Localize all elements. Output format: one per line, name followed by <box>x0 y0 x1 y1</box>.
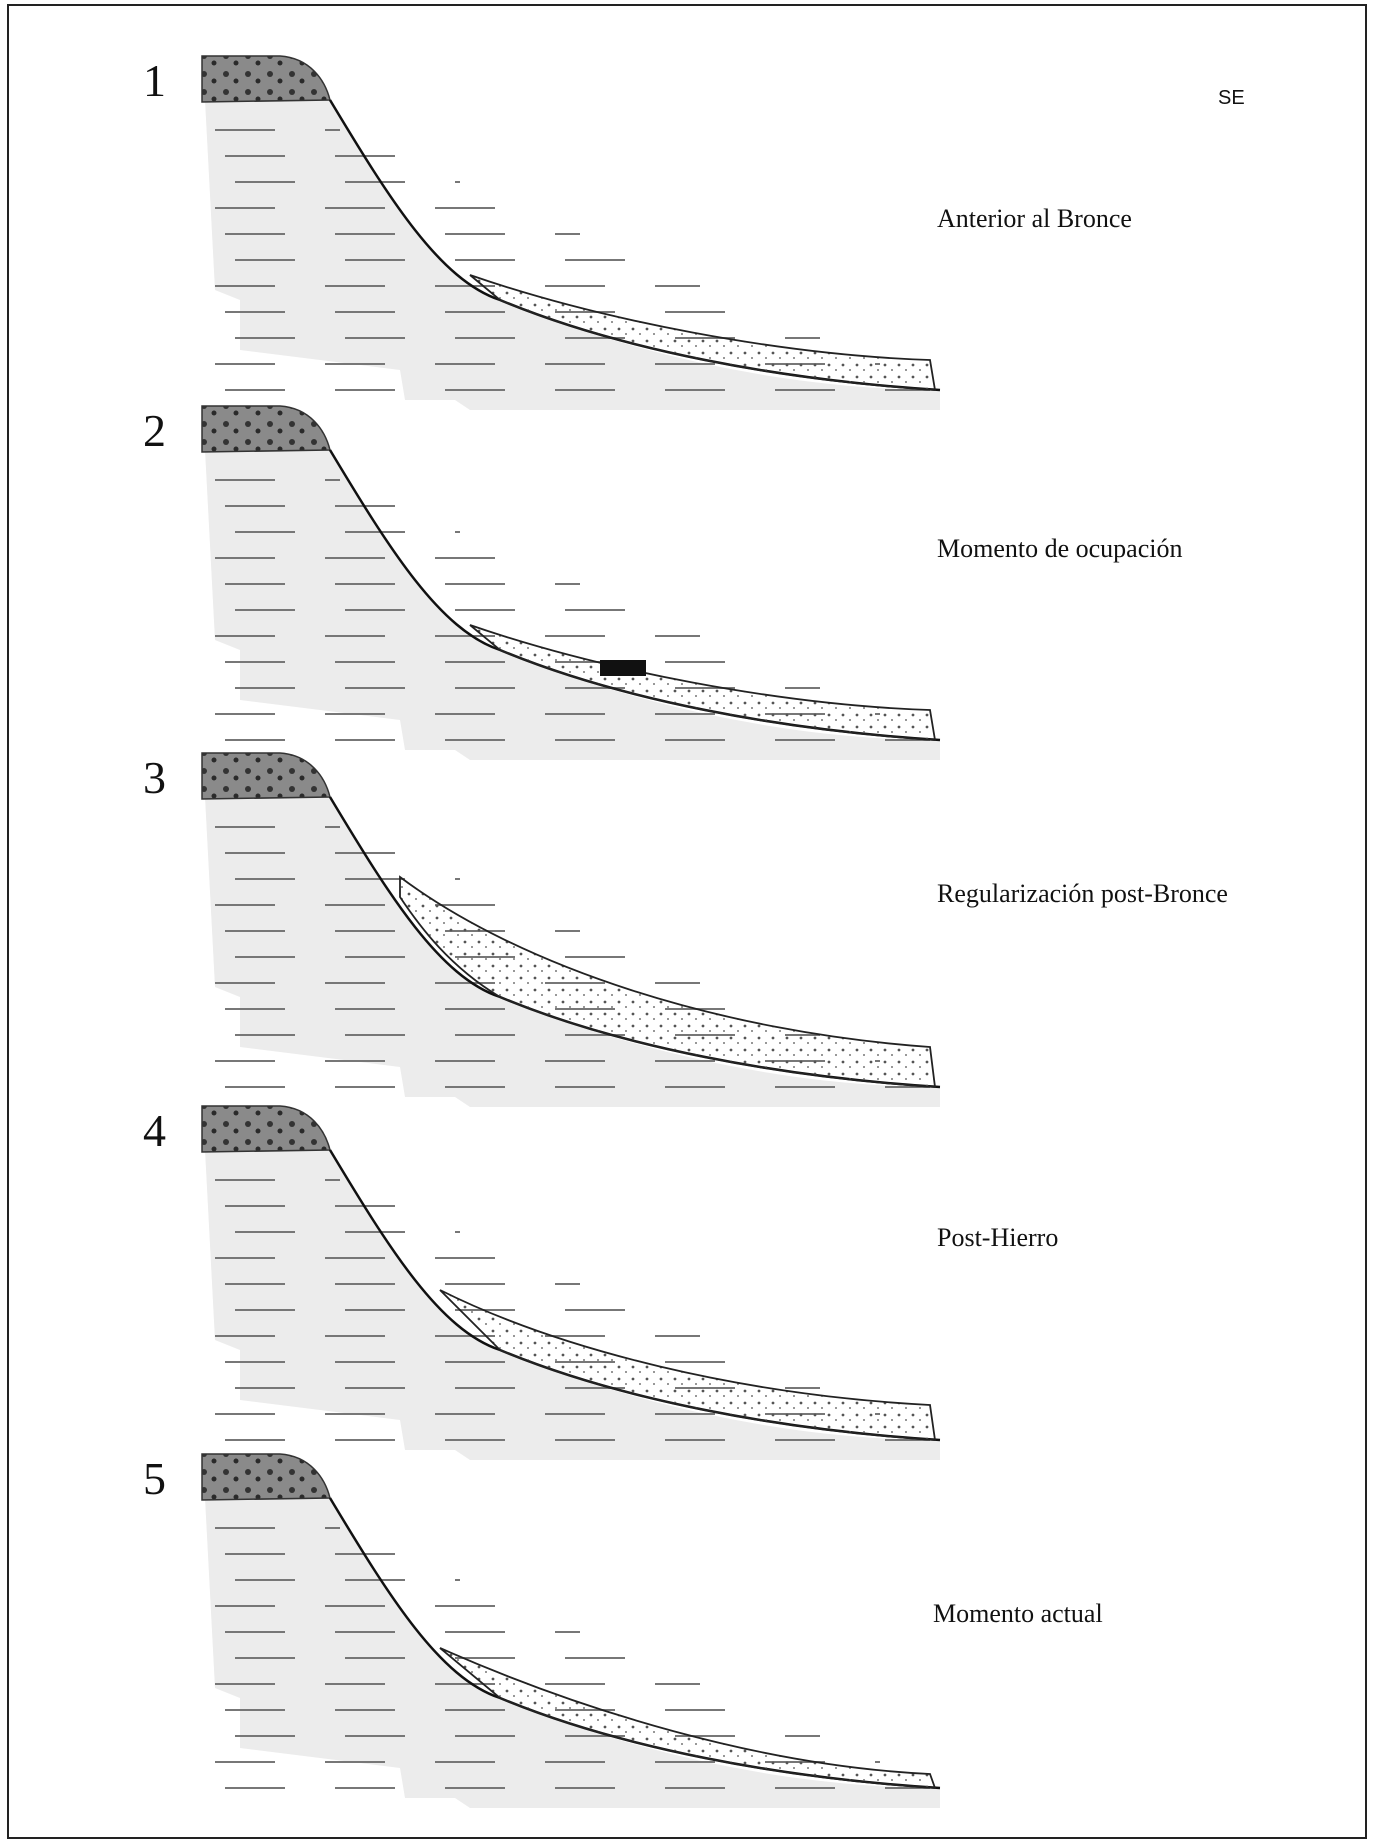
stage-number: 3 <box>143 752 166 803</box>
stage-number: 1 <box>143 55 166 106</box>
bedrock-body <box>205 100 940 410</box>
stage-caption: Anterior al Bronce <box>937 204 1132 233</box>
stage-number: 2 <box>143 405 166 456</box>
gravel-cap <box>201 1453 331 1501</box>
bedrock-body <box>205 797 940 1107</box>
colluvial-deposit <box>399 875 937 1088</box>
stage-number: 4 <box>143 1105 166 1156</box>
gravel-cap <box>201 55 331 103</box>
orientation-label: SE <box>1218 87 1245 109</box>
stage-caption: Regularización post-Bronce <box>937 879 1228 908</box>
gravel-cap <box>201 405 331 453</box>
stage-caption: Momento actual <box>933 1599 1103 1628</box>
colluvial-deposit <box>469 274 937 391</box>
colluvial-deposit <box>439 1647 937 1789</box>
stage-caption: Post-Hierro <box>937 1223 1058 1252</box>
stage-caption: Momento de ocupación <box>937 534 1183 563</box>
figure-frame <box>7 4 1367 1839</box>
gravel-cap <box>201 1105 331 1153</box>
gravel-cap <box>201 752 331 800</box>
colluvial-deposit <box>439 1289 937 1441</box>
stage-number: 5 <box>143 1453 166 1504</box>
bedrock-body <box>205 1150 940 1460</box>
occupation-deposit <box>600 660 646 676</box>
bedrock-body <box>205 450 940 760</box>
bedrock-body <box>205 1498 940 1808</box>
